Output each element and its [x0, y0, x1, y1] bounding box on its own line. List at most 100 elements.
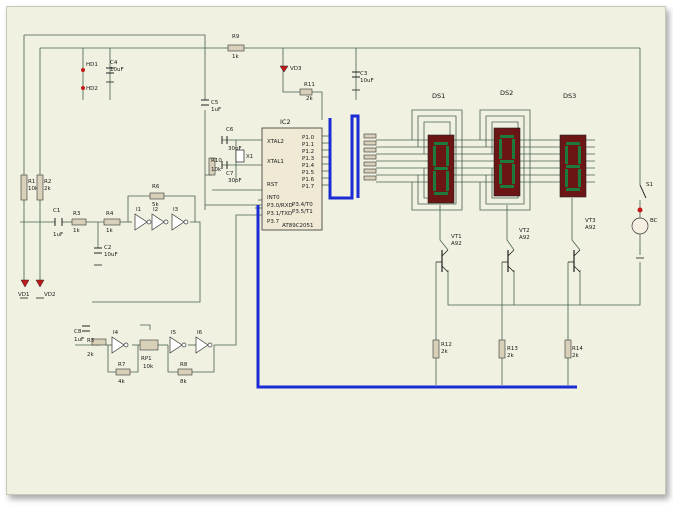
c4-value: 10uF [110, 67, 124, 73]
resistor-r11 [299, 88, 313, 96]
misc-components: RP1 10k X1 VD3 VD1 VD2 HD1 HD2 S1 BC [18, 62, 658, 370]
c5-label: C5 [211, 100, 219, 106]
resistor-r2 [36, 174, 44, 201]
c5-value: 1uF [211, 107, 221, 113]
r6-value: 5k [152, 202, 159, 208]
ic-pin-t1: P3.5/T1 [292, 209, 313, 215]
gate-i1-label: I1 [136, 207, 141, 213]
r5-label: R5 [87, 338, 95, 344]
resistor-r6 [149, 192, 165, 200]
capacitors: C1 1uF C2 10uF C3 10uF C4 10uF C5 1uF C6… [53, 60, 374, 343]
rp1-value: 10k [143, 364, 154, 370]
headphone-hd2 [81, 86, 85, 90]
bc-label: BC [650, 218, 658, 224]
r3-value: 1k [73, 228, 80, 234]
gate-i4-label: I4 [113, 330, 119, 336]
display-ds3: DS3 [559, 92, 587, 198]
resistor-r3 [71, 218, 87, 226]
c4-label: C4 [110, 60, 118, 66]
ic-pin-xtal1: XTAL1 [267, 159, 284, 165]
r12-label: R12 [441, 342, 452, 348]
vt2-part: A92 [519, 235, 530, 241]
r11-label: R11 [304, 82, 315, 88]
vt3-part: A92 [585, 225, 596, 231]
c3-value: 10uF [360, 78, 374, 84]
hd2-label: HD2 [86, 86, 98, 92]
r14-value: 2k [572, 353, 579, 359]
c2-value: 10uF [104, 252, 118, 258]
display-ds2-label: DS2 [500, 89, 513, 97]
display-ds3-label: DS3 [563, 92, 576, 100]
ic-pin-p12: P1.2 [302, 149, 314, 155]
c2-label: C2 [104, 245, 111, 251]
resistor-r13 [498, 339, 506, 359]
c6-value: 30pF [228, 146, 242, 152]
r12-value: 2k [441, 349, 448, 355]
r7-label: R7 [118, 362, 126, 368]
led-vd1 [20, 279, 30, 288]
ic-pin-t0: P3.4/T0 [292, 202, 313, 208]
r13-value: 2k [507, 353, 514, 359]
r1-value: 10k [28, 186, 39, 192]
potentiometer-rp1 [139, 339, 159, 351]
transistor-vt2: VT2 A92 [502, 228, 530, 273]
hd1-label: HD1 [86, 62, 98, 68]
crystal-x1 [235, 149, 245, 163]
battery-bc [631, 217, 649, 235]
r11-value: 2k [306, 96, 313, 102]
r1-label: R1 [28, 179, 35, 185]
c7-value: 30pF [228, 178, 242, 184]
transistor-vt3: VT3 A92 [568, 218, 596, 273]
vt1-label: VT1 [451, 234, 462, 240]
ic-pin-rst: RST [267, 182, 278, 188]
c1-value: 1uF [53, 232, 63, 238]
gate-i2-label: I2 [153, 207, 158, 213]
vt3-label: VT3 [585, 218, 596, 224]
r10-label: R10 [211, 158, 222, 164]
ic-pin-rxd: P3.0/RXD [267, 203, 293, 209]
r2-label: R2 [44, 179, 51, 185]
r7-value: 4k [118, 379, 125, 385]
resistor-r4 [103, 218, 121, 226]
transistor-vt1: VT1 A92 [436, 234, 462, 273]
vt2-label: VT2 [519, 228, 530, 234]
ic-pin-p14: P1.4 [302, 163, 315, 169]
ic-pin-p15: P1.5 [302, 170, 315, 176]
ic-pin-p16: P1.6 [302, 177, 315, 183]
schematic-frame [6, 6, 666, 495]
r9-label: R9 [232, 34, 240, 40]
ground-symbols [20, 81, 644, 299]
r5-value: 2k [87, 352, 94, 358]
vd2-label: VD2 [44, 292, 56, 298]
ic-pin-p11: P1.1 [302, 142, 314, 148]
led-vd2 [35, 279, 45, 288]
r6-label: R6 [152, 184, 160, 190]
ic-at89c2051: IC2 AT89C2051 XTAL2 XTAL1 RST INT0 P3.0/… [261, 118, 323, 231]
resistors: R1 10k R2 2k R3 1k R4 1k R5 2k R6 5k R7 … [20, 34, 583, 385]
vd3-label: VD3 [290, 66, 302, 72]
ic-pin-int0: INT0 [267, 195, 280, 201]
c6-label: C6 [226, 127, 234, 133]
wires [20, 34, 641, 385]
display-ds2: DS2 [493, 89, 521, 197]
switch-s1 [639, 184, 647, 199]
ic-pin-p13: P1.3 [302, 156, 315, 162]
r3-label: R3 [73, 211, 81, 217]
vd1-label: VD1 [18, 292, 30, 298]
r8-value: 8k [180, 379, 187, 385]
r14-label: R14 [572, 346, 583, 352]
resistor-r1 [20, 174, 28, 201]
resistor-r10 [208, 157, 216, 176]
ic-ref-label: IC2 [280, 118, 291, 126]
ic-pin-txd: P3.1/TXD [267, 211, 292, 217]
inverter-gates: I1 I2 I3 I4 I5 I6 [111, 207, 213, 354]
c7-label: C7 [226, 171, 234, 177]
gate-i3-label: I3 [173, 207, 179, 213]
r4-value: 1k [106, 228, 113, 234]
r2-value: 2k [44, 186, 51, 192]
resistor-r5 [91, 338, 107, 346]
bus-resistor-array [363, 133, 377, 181]
r13-label: R13 [507, 346, 518, 352]
r9-value: 1k [232, 54, 239, 60]
